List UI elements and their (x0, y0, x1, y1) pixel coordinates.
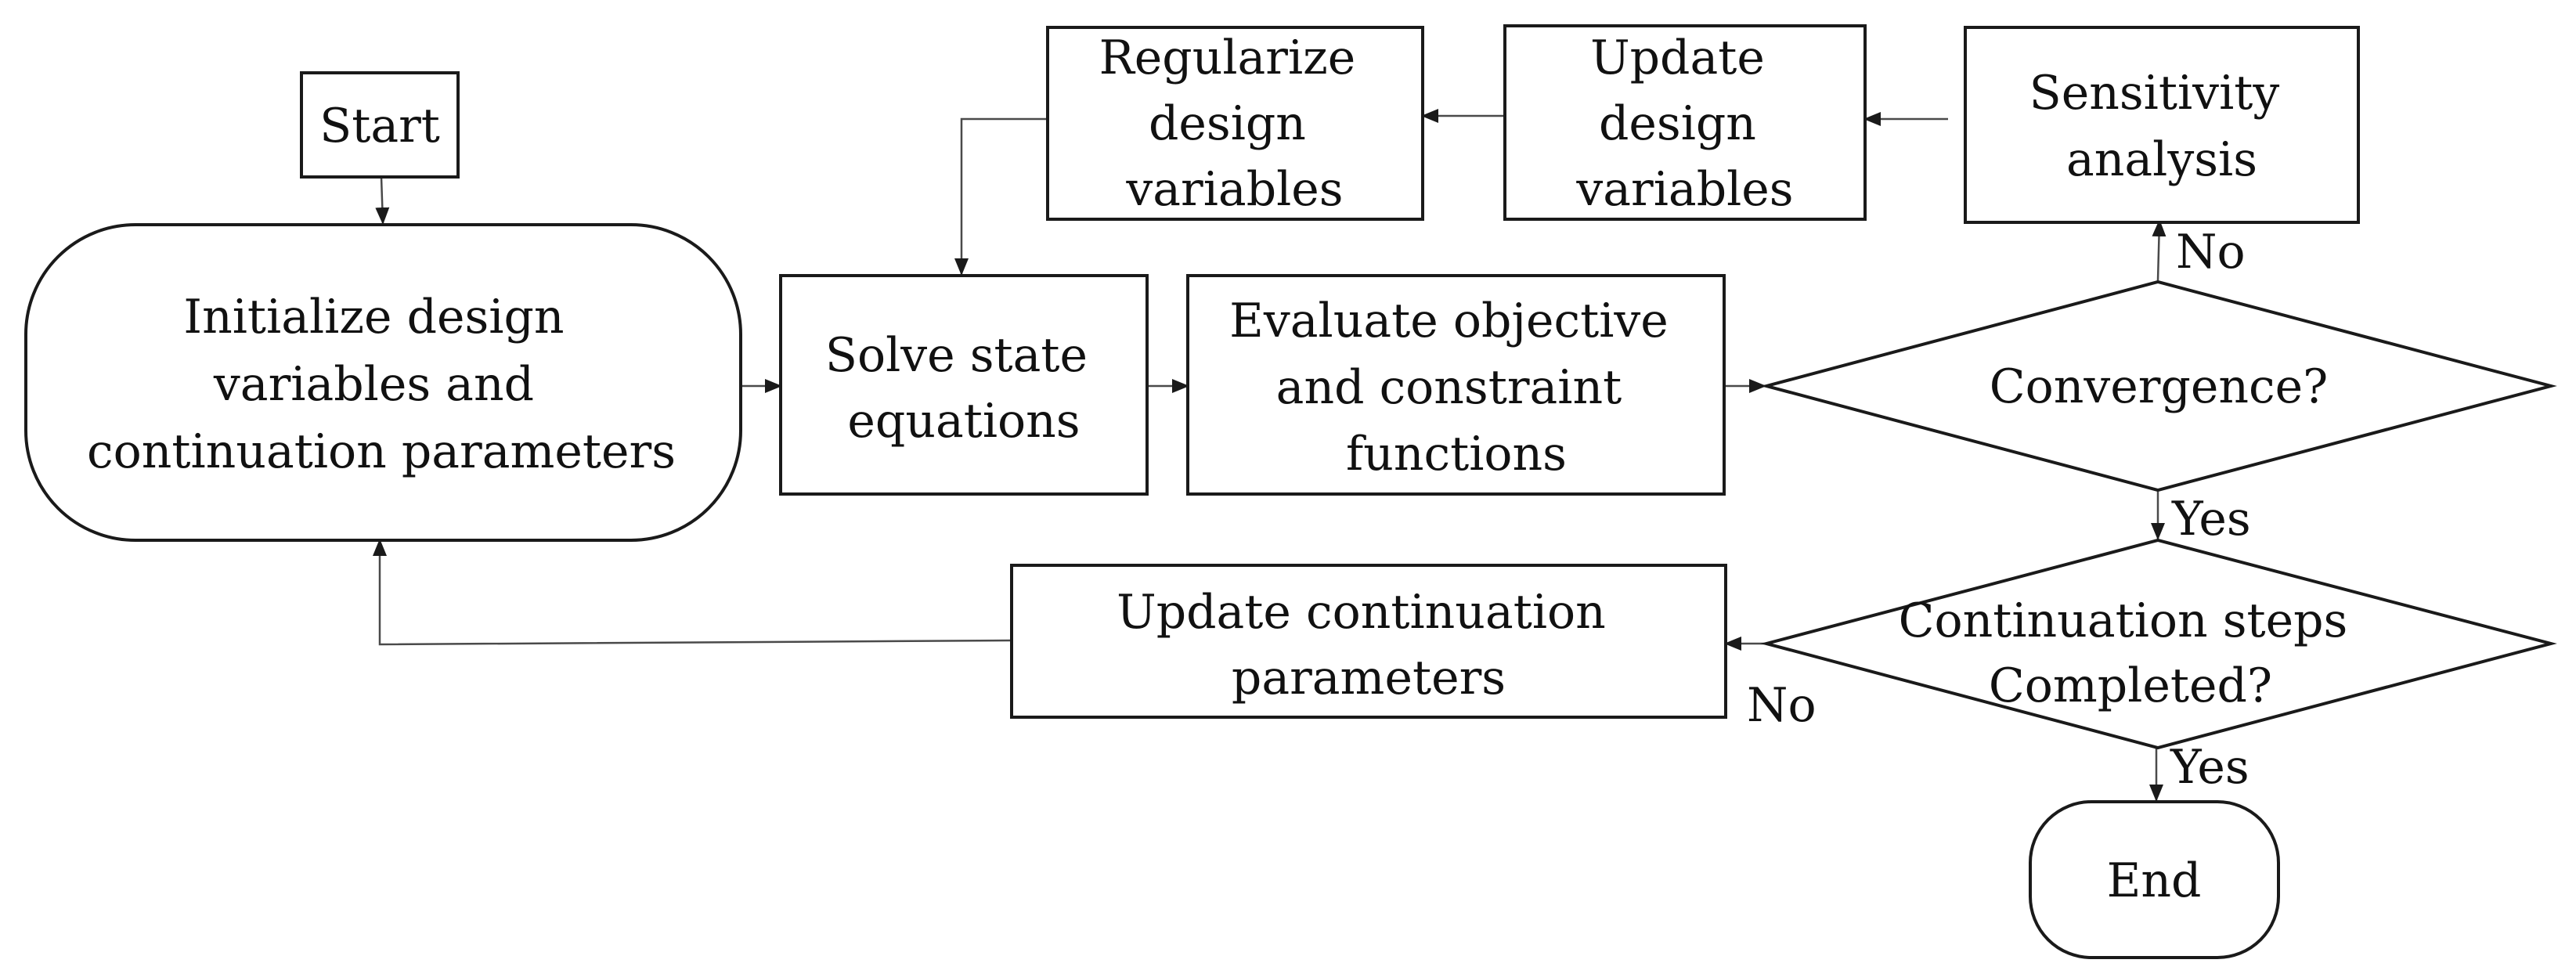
end-label: End (2107, 853, 2202, 908)
edge-start-to-initialize (375, 176, 390, 225)
initialize-label-line-1: Initialize design (183, 290, 564, 345)
edge-update-continuation-to-initialize (373, 539, 1011, 646)
convergence-node: Convergence? (1760, 280, 2557, 492)
update-design-label-line-3: variables (1575, 162, 1793, 217)
connectors (373, 109, 2167, 802)
start-box (300, 71, 460, 179)
continuation-no-label: No (1747, 678, 1817, 733)
end-box (2029, 800, 2280, 959)
sensitivity-label: Sensitivity analysis (2029, 66, 2295, 187)
solve-state-label: Solve state equations (825, 328, 1102, 449)
start-label: Start (319, 99, 440, 153)
update-design-label: Update design variables (1575, 31, 1793, 217)
update-continuation-box (1010, 564, 1727, 719)
sensitivity-box (1964, 26, 2360, 224)
update-design-label-line-1: Update (1590, 31, 1765, 85)
update-design-label-line-2: design (1599, 96, 1756, 151)
start-node: Start (300, 71, 460, 179)
regularize-label: Regularize design variables (1099, 31, 1371, 217)
initialize-label: Initialize design variables and continua… (87, 290, 676, 479)
edge-convergence-to-sensitivity (2152, 219, 2167, 281)
convergence-label: Convergence? (1990, 359, 2329, 414)
solve-state-label-line-1: Solve state (825, 328, 1088, 383)
evaluate-label-line-1: Evaluate objective (1229, 294, 1669, 348)
evaluate-box (1186, 274, 1726, 496)
initialize-box (24, 223, 742, 542)
solve-state-label-line-2: equations (847, 394, 1080, 449)
edge-regularize-to-solve (954, 117, 1046, 276)
update-continuation-label-line-2: parameters (1232, 651, 1506, 705)
continuation-yes-label: Yes (2170, 740, 2249, 795)
regularize-box (1046, 26, 1424, 221)
convergence-diamond (1760, 280, 2557, 492)
initialize-label-line-3: continuation parameters (87, 424, 676, 479)
continuation-check-label-line-1: Continuation steps (1899, 593, 2348, 648)
update-design-box (1503, 24, 1867, 221)
sensitivity-label-line-2: analysis (2066, 132, 2257, 187)
initialize-node: Initialize design variables and continua… (24, 223, 742, 542)
convergence-no-label: No (2176, 225, 2246, 280)
continuation-check-diamond (1760, 538, 2557, 750)
evaluate-label-line-2: and constraint (1276, 360, 1622, 415)
branch-labels: No Yes No Yes (1747, 225, 2251, 795)
regularize-label-line-2: design (1149, 96, 1306, 151)
update-continuation-label-line-1: Update continuation (1117, 585, 1606, 640)
sensitivity-node: Sensitivity analysis (1964, 26, 2360, 224)
continuation-check-label-line-2: Completed? (1989, 658, 2272, 713)
update-design-node: Update design variables (1503, 24, 1867, 221)
evaluate-label-line-3: functions (1346, 427, 1567, 482)
convergence-yes-label: Yes (2171, 492, 2251, 547)
update-continuation-node: Update continuation parameters (1010, 564, 1727, 719)
evaluate-label: Evaluate objective and constraint functi… (1229, 294, 1683, 482)
solve-state-box (779, 274, 1149, 496)
regularize-label-line-1: Regularize (1099, 31, 1356, 85)
regularize-label-line-3: variables (1125, 162, 1343, 217)
update-continuation-label: Update continuation parameters (1117, 585, 1621, 705)
end-node: End (2029, 800, 2280, 959)
initialize-label-line-2: variables and (213, 357, 534, 412)
solve-state-node: Solve state equations (779, 274, 1149, 496)
continuation-check-node: Continuation steps Completed? (1760, 538, 2557, 750)
sensitivity-label-line-1: Sensitivity (2029, 66, 2280, 121)
continuation-check-label: Continuation steps Completed? (1899, 593, 2363, 713)
regularize-node: Regularize design variables (1046, 26, 1424, 221)
evaluate-node: Evaluate objective and constraint functi… (1186, 274, 1726, 496)
